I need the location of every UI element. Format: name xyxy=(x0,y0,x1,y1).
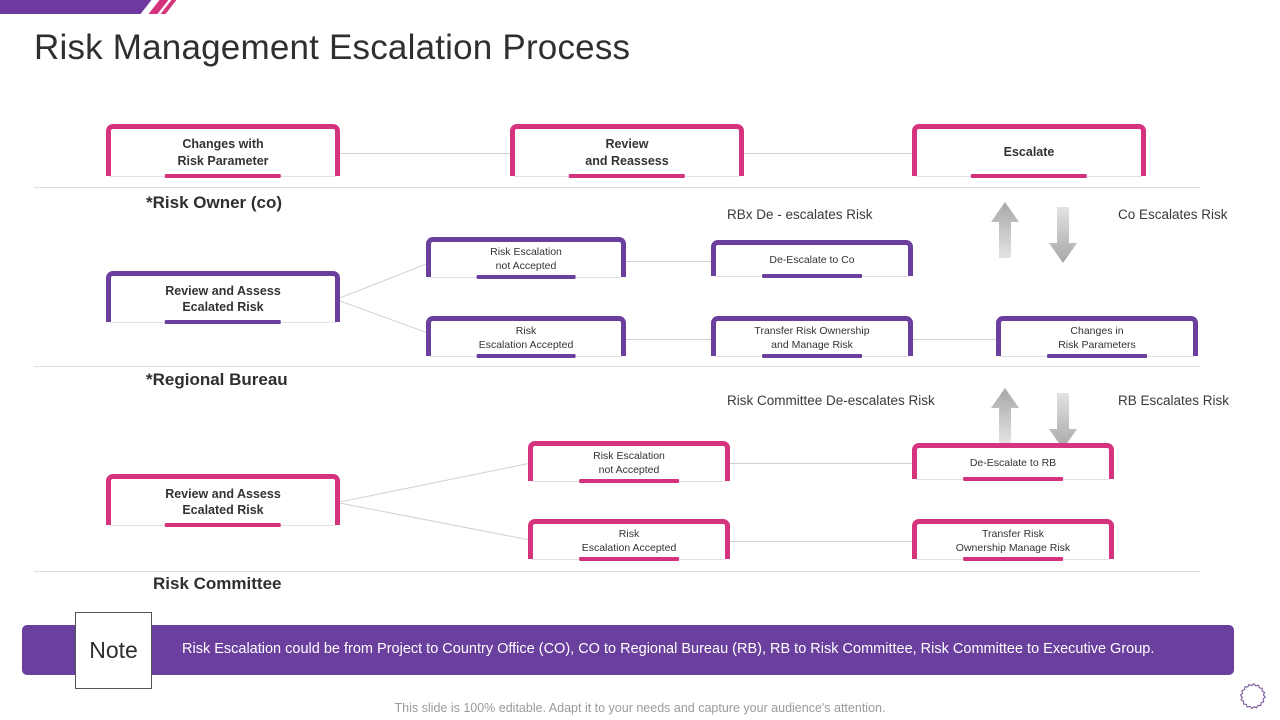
connector-co-top-1 xyxy=(622,261,714,262)
section-divider-3 xyxy=(34,571,1200,572)
box-line2: not Accepted xyxy=(598,463,660,476)
box-line2: not Accepted xyxy=(495,259,557,272)
box-line2: Escalation Accepted xyxy=(478,338,574,351)
connector-co-branch-top xyxy=(336,258,440,300)
footer-text: This slide is 100% editable. Adapt it to… xyxy=(394,701,886,715)
box-de-escalate-to-co[interactable]: De-Escalate to Co xyxy=(711,240,913,277)
down-arrow-icon xyxy=(1049,393,1077,449)
connector-rb-branch-bottom xyxy=(336,502,537,542)
annotation-rbx-de-escalates: RBx De - escalates Risk xyxy=(727,207,873,222)
box-label: Review and Assess Ecalated Risk xyxy=(157,283,289,316)
box-label: Review and Assess Ecalated Risk xyxy=(157,486,289,519)
section-label-risk-owner: *Risk Owner (co) xyxy=(146,193,283,212)
box-label: Risk Escalation Accepted xyxy=(574,528,685,556)
annotation-risk-committee-de-escalates: Risk Committee De-escalates Risk xyxy=(727,393,935,408)
box-label: Risk Escalation not Accepted xyxy=(585,450,673,478)
down-arrow-icon xyxy=(1049,207,1077,263)
connector-top-2 xyxy=(740,153,916,154)
box-escalate[interactable]: Escalate xyxy=(912,124,1146,177)
gear-icon xyxy=(1239,683,1266,710)
box-line2: Escalation Accepted xyxy=(581,541,677,554)
box-label: Transfer Risk Ownership Manage Risk xyxy=(948,528,1078,556)
annotation-rb-escalates: RB Escalates Risk xyxy=(1118,393,1230,408)
box-line1: Review and Assess xyxy=(165,486,281,501)
connector-top-1 xyxy=(336,153,514,154)
box-label: Escalate xyxy=(1003,145,1055,160)
box-co-review-and-assess[interactable]: Review and Assess Ecalated Risk xyxy=(106,271,340,323)
box-line1: Transfer Risk xyxy=(981,527,1045,540)
box-line2: and Reassess xyxy=(585,153,669,168)
box-label: De-Escalate to RB xyxy=(969,456,1057,469)
box-line1: Risk Escalation xyxy=(593,449,665,462)
box-label: Risk Escalation Accepted xyxy=(471,325,582,353)
box-line2: Ecalated Risk xyxy=(182,503,264,517)
box-label: Changes in Risk Parameters xyxy=(1050,325,1144,353)
box-line2: Risk Parameter xyxy=(177,153,269,168)
box-line2: Ecalated Risk xyxy=(182,300,264,314)
box-line1: Risk xyxy=(618,527,640,540)
banner-purple-shape xyxy=(0,0,156,14)
connector-rb-top-1 xyxy=(726,463,916,464)
box-rb-risk-escalation-not-accepted[interactable]: Risk Escalation not Accepted xyxy=(528,441,730,482)
box-changes-in-risk-parameters[interactable]: Changes in Risk Parameters xyxy=(996,316,1198,357)
connector-co-bottom-1 xyxy=(622,339,714,340)
box-line2: Ownership Manage Risk xyxy=(955,541,1071,554)
box-transfer-risk-ownership-manage-risk[interactable]: Transfer Risk Ownership and Manage Risk xyxy=(711,316,913,357)
section-label-regional-bureau: *Regional Bureau xyxy=(146,370,288,389)
connector-rb-bottom-1 xyxy=(726,541,916,542)
box-rb-risk-escalation-accepted[interactable]: Risk Escalation Accepted xyxy=(528,519,730,560)
up-arrow-icon xyxy=(991,388,1019,444)
note-badge: Note xyxy=(75,612,152,689)
note-bar xyxy=(22,625,1234,675)
box-label: Transfer Risk Ownership and Manage Risk xyxy=(746,325,877,353)
box-transfer-risk-ownership-manage-risk-rb[interactable]: Transfer Risk Ownership Manage Risk xyxy=(912,519,1114,560)
section-divider-1 xyxy=(34,187,1200,188)
box-co-risk-escalation-not-accepted[interactable]: Risk Escalation not Accepted xyxy=(426,237,626,278)
connector-co-branch-bottom xyxy=(335,299,441,338)
box-line1: Risk Escalation xyxy=(490,245,562,258)
box-rb-review-and-assess[interactable]: Review and Assess Ecalated Risk xyxy=(106,474,340,526)
box-changes-with-risk-parameter[interactable]: Changes with Risk Parameter xyxy=(106,124,340,177)
box-co-risk-escalation-accepted[interactable]: Risk Escalation Accepted xyxy=(426,316,626,357)
box-line1: Transfer Risk Ownership xyxy=(754,324,870,337)
box-de-escalate-to-rb[interactable]: De-Escalate to RB xyxy=(912,443,1114,480)
note-text: Risk Escalation could be from Project to… xyxy=(182,641,1155,657)
box-label: De-Escalate to Co xyxy=(769,253,855,266)
box-label: Changes with Risk Parameter xyxy=(169,136,276,169)
page-title: Risk Management Escalation Process xyxy=(34,28,631,67)
connector-rb-branch-top xyxy=(337,461,537,503)
annotation-co-escalates: Co Escalates Risk xyxy=(1118,207,1228,222)
box-review-and-reassess[interactable]: Review and Reassess xyxy=(510,124,744,177)
box-label: Risk Escalation not Accepted xyxy=(482,246,570,274)
box-line1: Risk xyxy=(515,324,537,337)
connector-co-bottom-2 xyxy=(909,339,1000,340)
box-line1: Review and Assess xyxy=(165,283,281,298)
decorative-banner xyxy=(0,0,250,14)
box-label: Review and Reassess xyxy=(577,136,676,169)
box-line2: Risk Parameters xyxy=(1058,338,1136,351)
section-divider-2 xyxy=(34,366,1200,367)
box-line1: Changes in xyxy=(1070,324,1124,337)
box-line1: Review xyxy=(605,137,649,151)
box-line2: and Manage Risk xyxy=(771,338,853,351)
section-label-risk-committee: Risk Committee xyxy=(153,574,282,593)
box-line1: Changes with xyxy=(182,137,264,151)
up-arrow-icon xyxy=(991,202,1019,258)
